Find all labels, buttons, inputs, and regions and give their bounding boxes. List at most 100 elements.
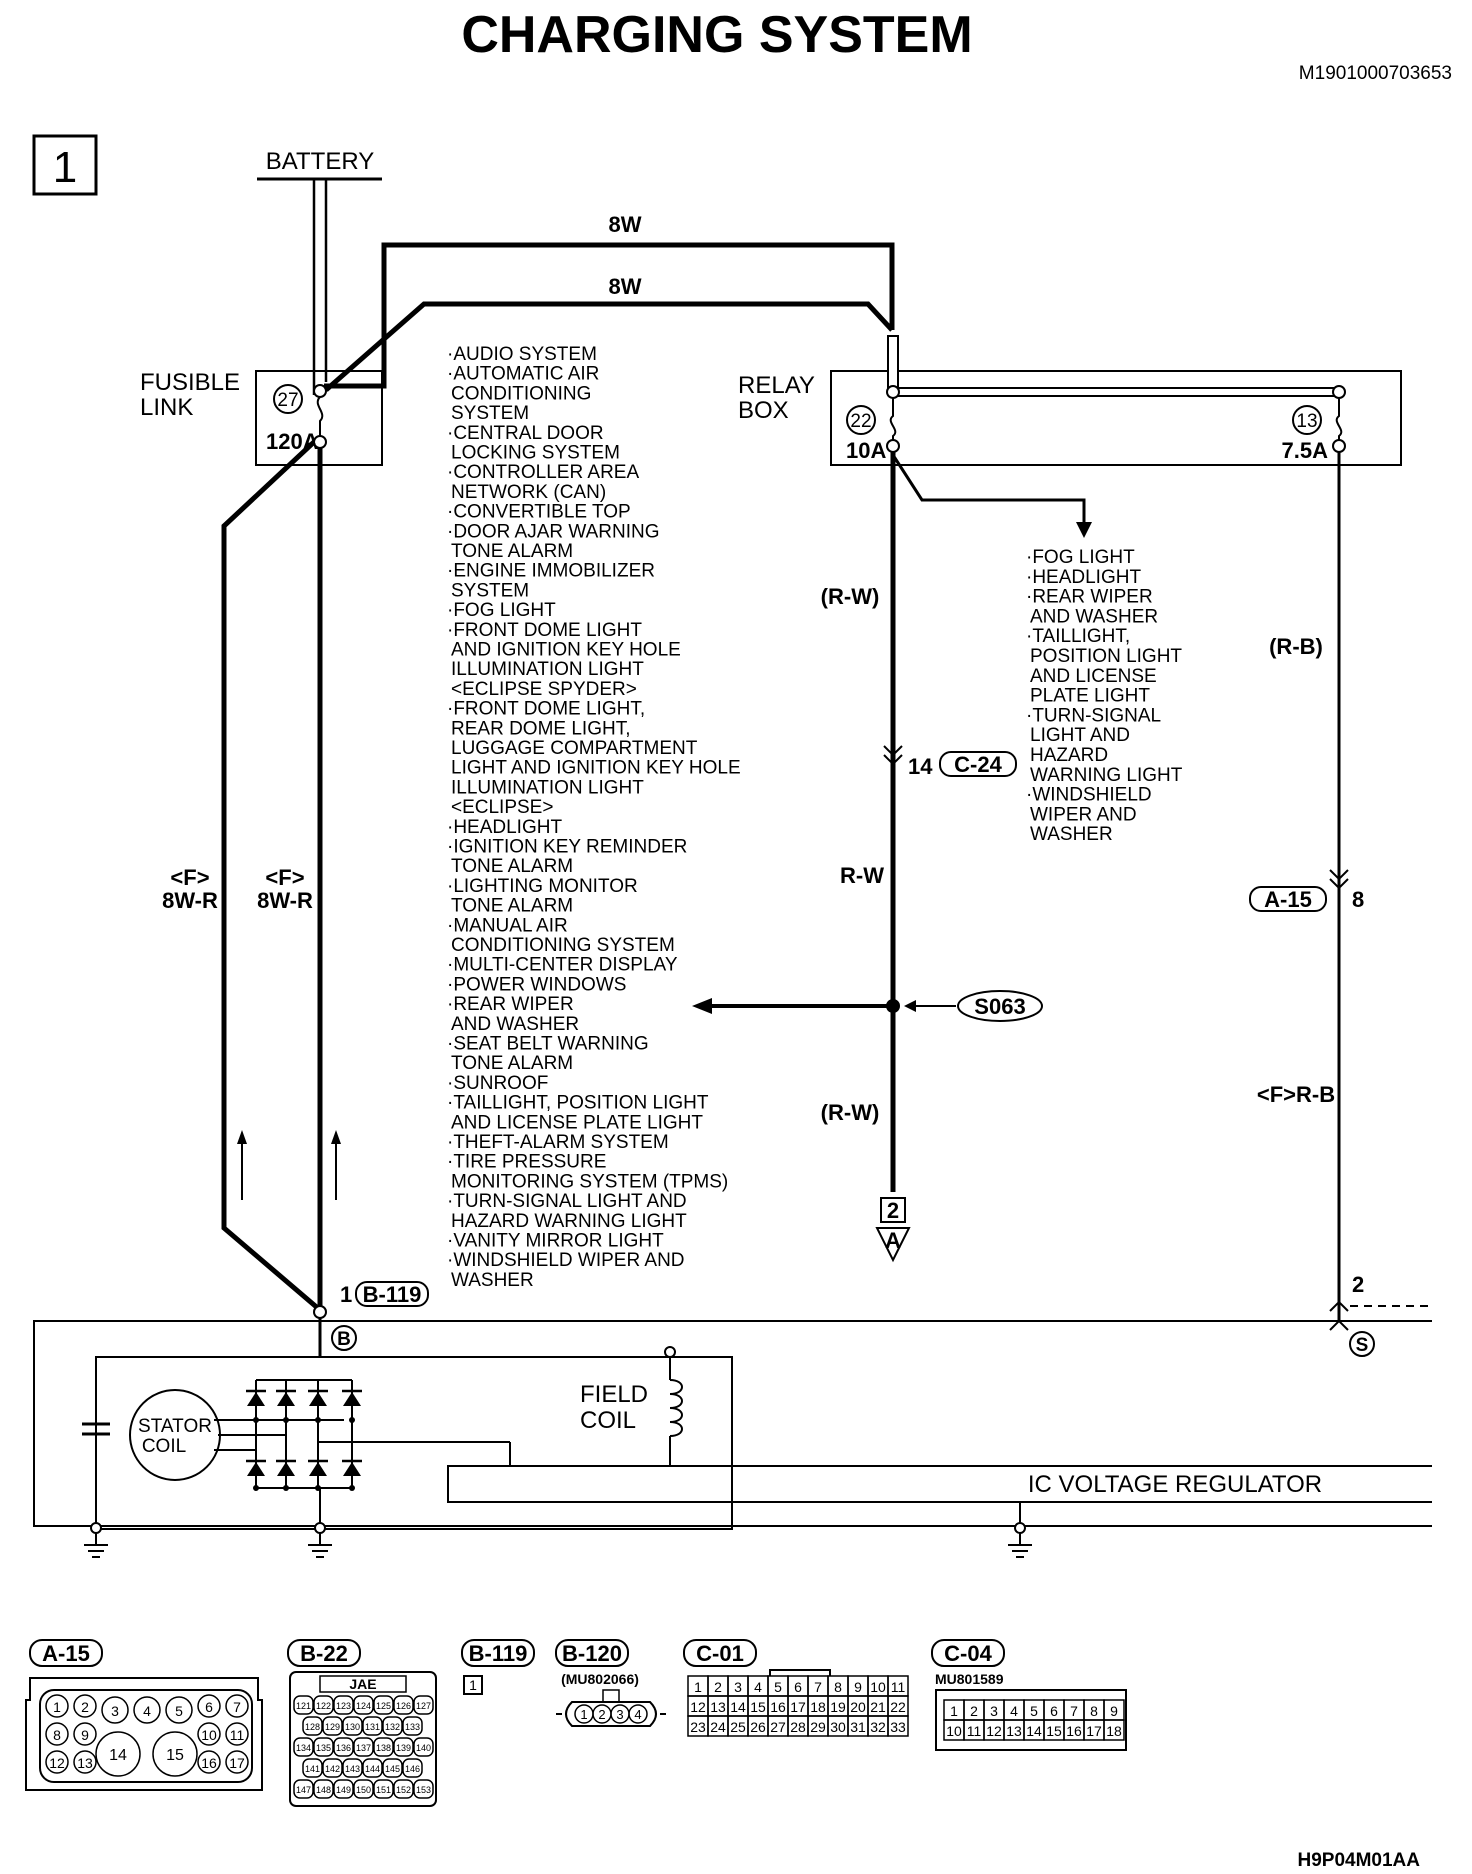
relay-fuse13-rating: 7.5A: [1282, 438, 1329, 463]
field-coil-top-terminal: [664, 1346, 676, 1358]
connector-pin-number: 3: [616, 1707, 623, 1722]
connector-pin-number: 6: [1050, 1703, 1058, 1719]
connector-pin-number: 31: [850, 1719, 866, 1735]
connector-pin-cell: [73, 1694, 97, 1718]
connector-b119-name: B-119: [363, 1282, 422, 1307]
connector-pin-cell: [322, 1716, 343, 1736]
connector-pin-number: 3: [111, 1703, 119, 1719]
connector-pin-number: 19: [830, 1699, 846, 1715]
connector-pin-number: 11: [891, 1679, 906, 1695]
rectifier-node: [315, 1417, 321, 1423]
systems-list-line: TONE ALARM: [451, 856, 573, 877]
s-terminal-circle: [1349, 1331, 1375, 1357]
connector-pin-number: 150: [356, 1785, 371, 1795]
wire-r-b-label: (R-B): [1269, 634, 1323, 659]
wire-8w-r-outer: [221, 440, 322, 1312]
connector-pin-cell: [73, 1722, 97, 1746]
relay-systems-list-line: WARNING LIGHT: [1030, 765, 1183, 786]
relay-box-busbar: [887, 335, 899, 389]
connector-pin-number: 1: [950, 1703, 958, 1719]
connector-c24-chevron: [883, 745, 903, 766]
field-coil-label-2: COIL: [580, 1407, 636, 1434]
diode-icon: [277, 1392, 295, 1406]
connector-pin-number: 7: [1070, 1703, 1078, 1719]
relay-fuse22-bottom: [886, 439, 900, 453]
connector-pin-number: 124: [356, 1701, 371, 1711]
connector-pin-number: 16: [201, 1755, 217, 1771]
connector-pin-number: 122: [316, 1701, 331, 1711]
connector-pin-number: 16: [1066, 1723, 1082, 1739]
connector-pin-number: 149: [336, 1785, 351, 1795]
connector-pin-number: 133: [405, 1722, 420, 1732]
connector-pin-cell: [382, 1758, 403, 1778]
ic-regulator-box: [447, 1465, 1432, 1503]
connector-pin-number: 135: [316, 1743, 331, 1753]
connector-pin-number: 22: [890, 1699, 906, 1715]
connector-pin-cell: [152, 1731, 198, 1777]
connector-pin-cell: [322, 1758, 343, 1778]
connector-pin-number: 145: [385, 1764, 400, 1774]
systems-list-line: LOCKING SYSTEM: [451, 443, 620, 464]
connector-pin-number: 1: [694, 1679, 702, 1695]
connector-pin-cell: [101, 1696, 129, 1724]
connector-pin-number: 153: [416, 1785, 431, 1795]
connector-view-c04-part: MU801589: [935, 1671, 1004, 1687]
connector-pin-number: 17: [1086, 1723, 1102, 1739]
systems-list-line: ·AUDIO SYSTEM: [447, 344, 597, 365]
connector-pin-cell: [333, 1695, 354, 1715]
connector-pin-cell: [45, 1694, 69, 1718]
fusible-link-fuse-bottom: [313, 435, 327, 449]
relay-systems-list-line: ·HEADLIGHT: [1026, 567, 1141, 588]
connector-pin-number: 3: [990, 1703, 998, 1719]
connector-pin-cell: [302, 1716, 323, 1736]
connector-pin-number: 2: [714, 1679, 722, 1695]
rectifier-bridge: [246, 1380, 362, 1491]
connector-view-b22-tag: [287, 1639, 361, 1667]
connector-pin-number: 2: [81, 1699, 89, 1715]
page-number-box: [32, 134, 98, 196]
relay-systems-list-line: POSITION LIGHT: [1030, 646, 1182, 667]
connector-pin-cell: [225, 1694, 249, 1718]
connector-pin-number: 144: [365, 1764, 380, 1774]
connector-c24-pin: 14: [908, 754, 933, 779]
connector-pin-cell: [382, 1716, 403, 1736]
connector-pin-cell: [313, 1695, 334, 1715]
s-terminal-chevron-1: [1329, 1300, 1349, 1312]
connector-view-a15-inner: [39, 1689, 253, 1783]
document-code: M1901000703653: [1299, 63, 1452, 84]
connector-pin-cell: [302, 1758, 323, 1778]
relay-fuse22-top: [886, 385, 900, 399]
connector-pin-cell: [1103, 1719, 1125, 1741]
relay-branch-wire: [891, 454, 1086, 525]
connector-pin-number: 8: [834, 1679, 842, 1695]
connector-pin-number: 12: [690, 1699, 706, 1715]
stator-coil-label-2: COIL: [142, 1436, 186, 1457]
connector-pin-number: 127: [416, 1701, 431, 1711]
connector-view-b119-name: B-119: [469, 1641, 528, 1666]
connector-pin-number: 17: [229, 1755, 245, 1771]
connector-pin-number: 10: [946, 1723, 962, 1739]
connector-pin-cell: [413, 1779, 434, 1799]
connector-view-a15-name: A-15: [42, 1641, 90, 1666]
relay-fuse22-number: 22: [850, 411, 871, 432]
connector-pin-number: 6: [205, 1699, 213, 1715]
connector-pin-cell: [333, 1779, 354, 1799]
connector-pin-number: 1: [53, 1699, 61, 1715]
connector-pin-number: 9: [1110, 1703, 1118, 1719]
connector-pin-cell: [225, 1750, 249, 1774]
relay-fuse22-number-circle: [846, 405, 876, 435]
relay-systems-list-line: WASHER: [1030, 824, 1113, 845]
ground-symbol-1: [84, 1522, 108, 1558]
connector-pin-number: 12: [986, 1723, 1002, 1739]
wire-r-w-lower-label: (R-W): [821, 1100, 880, 1125]
connector-pin-cell: [225, 1722, 249, 1746]
connector-pin-number: 7: [233, 1699, 241, 1715]
systems-list-line: HAZARD WARNING LIGHT: [451, 1211, 687, 1232]
offpage-letter: A: [885, 1228, 901, 1253]
connector-pin-cell: [197, 1694, 221, 1718]
connector-pin-number: 10: [870, 1679, 886, 1695]
s-terminal-chevron-2: [1329, 1319, 1349, 1331]
connector-pin-cell: [362, 1758, 383, 1778]
connector-pin-number: 2: [970, 1703, 978, 1719]
